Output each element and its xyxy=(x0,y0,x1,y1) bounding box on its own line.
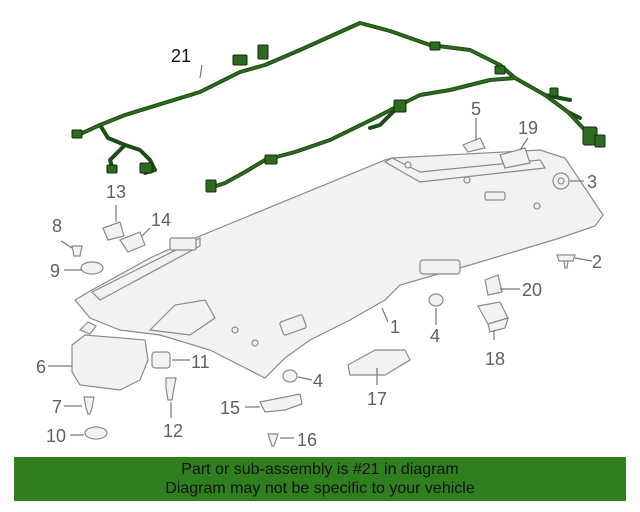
dome-lamp-18 xyxy=(477,301,509,333)
callout-3: 3 xyxy=(587,172,597,192)
leader-lines xyxy=(48,64,593,439)
clip-20 xyxy=(484,274,503,296)
clip-13 xyxy=(102,221,125,241)
callout-4-lower: 4 xyxy=(313,371,323,391)
sun-visor xyxy=(71,321,149,391)
callout-17: 17 xyxy=(367,389,387,409)
callout-21: 21 xyxy=(171,46,191,66)
screw-16 xyxy=(267,433,279,447)
callout-8: 8 xyxy=(52,216,62,236)
callout-5: 5 xyxy=(471,99,481,119)
part-note-line1: Part or sub-assembly is #21 in diagram xyxy=(181,461,459,478)
visor-screw xyxy=(165,377,177,401)
visor-clip xyxy=(151,351,171,369)
callout-20: 20 xyxy=(522,280,542,300)
roof-wiring-harness xyxy=(71,21,606,193)
screw-7 xyxy=(83,396,95,415)
assist-handle-15 xyxy=(259,393,303,413)
callout-19: 19 xyxy=(518,118,538,138)
nut-3 xyxy=(552,172,570,190)
callout-4-upper: 4 xyxy=(430,326,440,346)
pin-2 xyxy=(556,254,576,269)
grommet-9 xyxy=(80,261,104,275)
headliner-panel xyxy=(74,149,604,379)
callout-12: 12 xyxy=(163,421,183,441)
callout-9: 9 xyxy=(50,261,60,281)
callout-10: 10 xyxy=(46,426,66,446)
callout-7: 7 xyxy=(52,397,62,417)
clip-5 xyxy=(462,137,486,153)
plug-4-upper xyxy=(428,293,444,307)
callout-2: 2 xyxy=(592,252,602,272)
callout-13: 13 xyxy=(106,182,126,202)
part-note-line2: Diagram may not be specific to your vehi… xyxy=(165,480,475,497)
callout-18: 18 xyxy=(485,349,505,369)
grommet-10 xyxy=(84,426,108,440)
callout-14: 14 xyxy=(151,210,171,230)
bracket-19 xyxy=(499,147,531,169)
callout-6: 6 xyxy=(36,357,46,377)
callout-15: 15 xyxy=(220,398,240,418)
callout-1: 1 xyxy=(390,317,400,337)
plug-4-lower xyxy=(282,369,298,383)
callout-16: 16 xyxy=(297,430,317,450)
exploded-parts-diagram: 21 1 2 3 4 4 5 6 7 8 9 10 11 12 13 14 15… xyxy=(36,21,606,450)
callout-11: 11 xyxy=(191,352,210,372)
lamp-17 xyxy=(347,349,411,376)
part-note-banner: Part or sub-assembly is #21 in diagram D… xyxy=(14,457,626,501)
bracket-14 xyxy=(119,231,146,253)
clip-8 xyxy=(71,245,83,257)
